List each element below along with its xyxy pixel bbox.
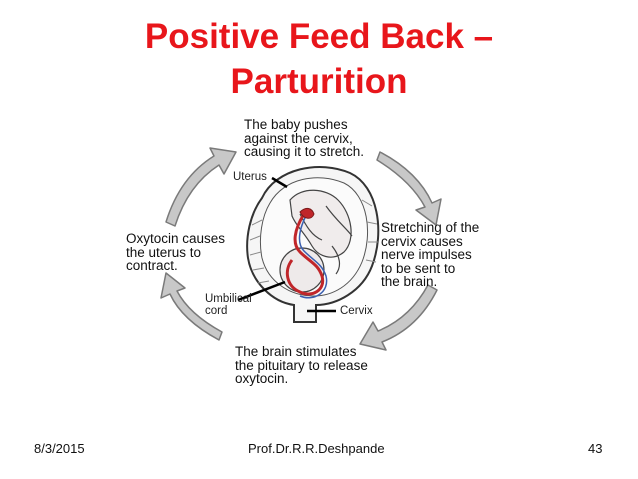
uterus-pointer-line — [271, 176, 288, 189]
umbilical-cord-label: Umbilical cord — [205, 293, 252, 317]
uterus-label: Uterus — [233, 171, 267, 183]
umbilical-cord-red — [285, 213, 325, 296]
uterus-wall-hatching — [249, 199, 378, 284]
arrow-bottom-left — [160, 272, 223, 341]
footer-page-number: 43 — [588, 441, 603, 456]
slide-title-line-1: Positive Feed Back – — [144, 17, 494, 56]
step-cervix-stretch-text: Stretching of the cervix causes nerve im… — [381, 220, 480, 289]
step-brain-stimulates-text: The brain stimulates the pituitary to re… — [235, 344, 368, 386]
fetus-body — [289, 189, 352, 258]
cycle-arrows — [160, 147, 442, 351]
footer-author: Prof.Dr.R.R.Deshpande — [248, 441, 385, 456]
arrow-top-right — [376, 151, 442, 226]
step-baby-pushes-text: The baby pushes against the cervix, caus… — [244, 117, 365, 159]
arrow-top-left — [165, 147, 237, 227]
slide-title-line-2: Parturition — [230, 62, 408, 101]
step-oxytocin-text: Oxytocin causes the uterus to contract. — [126, 231, 226, 273]
footer-date: 8/3/2015 — [34, 441, 85, 456]
umbilical-cord-blue — [298, 211, 328, 299]
placenta — [299, 207, 315, 219]
uterus-illustration — [246, 166, 380, 323]
umbilical-cord-pointer-line — [237, 280, 286, 302]
arrow-bottom-right — [359, 284, 438, 351]
cervix-label: Cervix — [340, 305, 373, 317]
label-pointers — [237, 176, 336, 313]
